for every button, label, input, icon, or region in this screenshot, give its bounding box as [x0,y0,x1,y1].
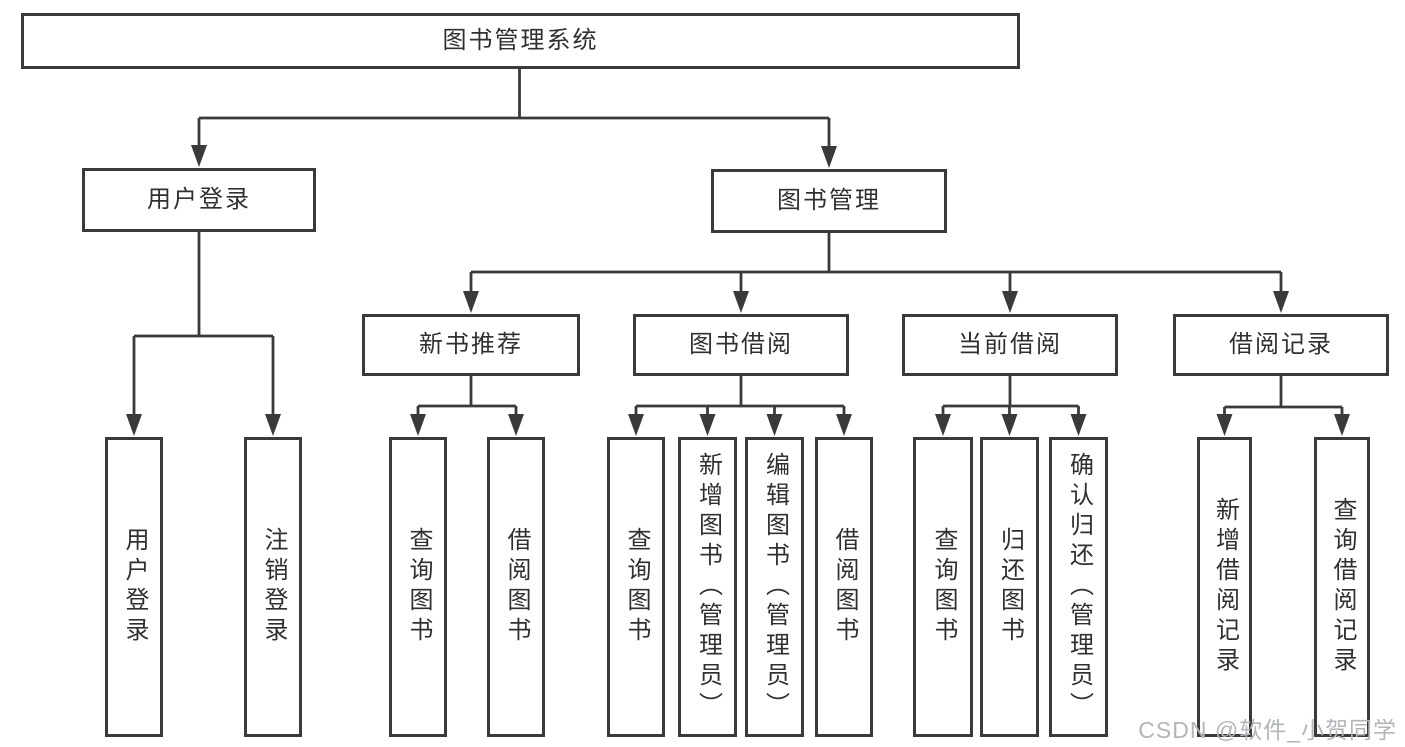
node-borrowing-records: 借阅记录 [1173,314,1389,376]
leaf-return-books: 归还图书 [980,437,1039,737]
node-current-borrowing: 当前借阅 [902,314,1118,376]
leaf-user-login: 用户登录 [105,437,163,737]
leaf-borrow-books-recommend: 借阅图书 [487,437,545,737]
csdn-watermark: CSDN @软件_小贺同学 [1138,717,1397,743]
node-new-book-recommendation: 新书推荐 [362,314,580,376]
leaf-confirm-return-admin: 确认归还（管理员） [1049,437,1108,737]
leaf-borrow-books-borrowing: 借阅图书 [815,437,873,737]
leaf-query-borrow-record: 查询借阅记录 [1314,437,1370,737]
node-user-login: 用户登录 [82,168,316,232]
leaf-edit-books-admin: 编辑图书（管理员） [745,437,804,737]
leaf-logout: 注销登录 [244,437,302,737]
node-library-management-system: 图书管理系统 [21,13,1020,69]
leaf-add-borrow-record: 新增借阅记录 [1197,437,1252,737]
leaf-query-books-borrowing: 查询图书 [607,437,665,737]
leaf-query-books-recommend: 查询图书 [389,437,447,737]
leaf-query-books-current: 查询图书 [913,437,973,737]
node-book-borrowing: 图书借阅 [633,314,849,376]
leaf-add-books-admin: 新增图书（管理员） [678,437,737,737]
node-book-management: 图书管理 [711,169,947,233]
